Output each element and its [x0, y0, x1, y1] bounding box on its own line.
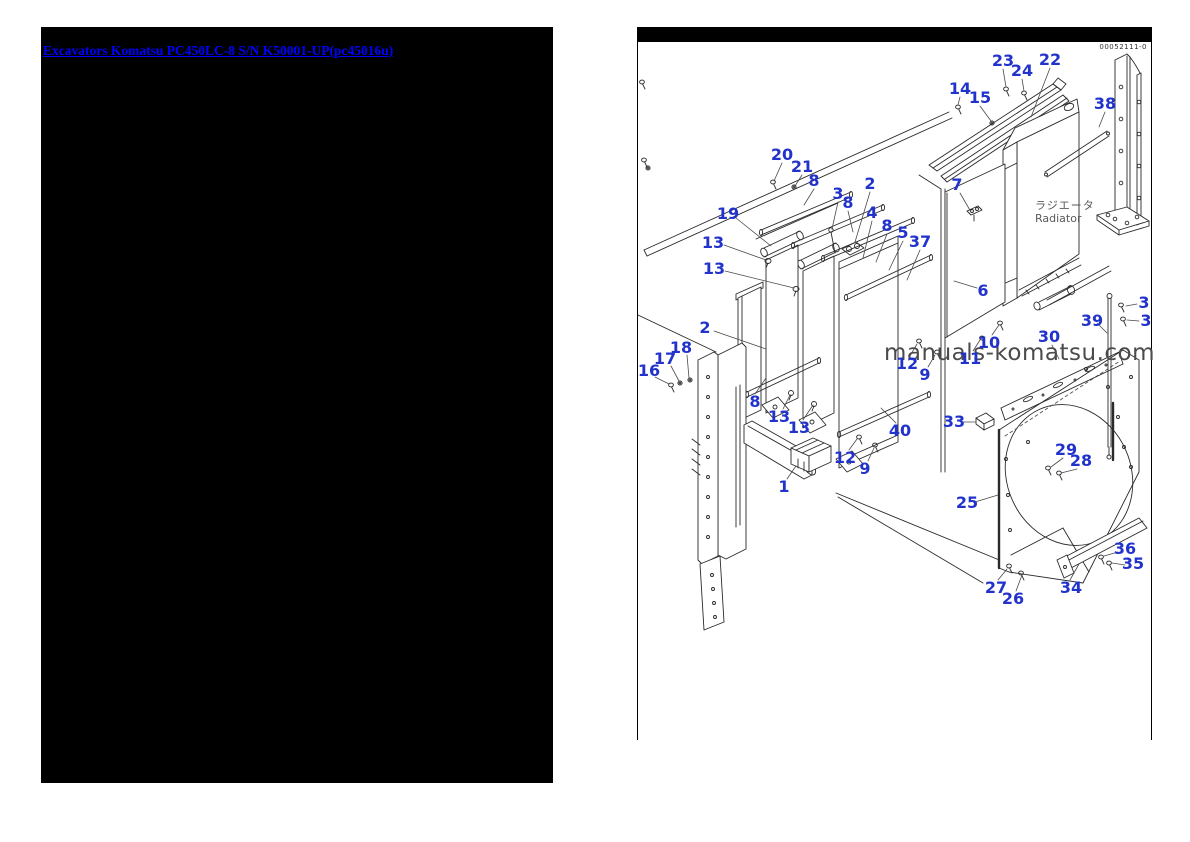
top-mounting-beam — [928, 77, 1070, 183]
long-frame-beam — [643, 111, 953, 257]
parts-page-link[interactable]: Excavators Komatsu PC450LC-8 S/N K50001-… — [43, 43, 394, 58]
block-33 — [975, 412, 995, 431]
mount-block-1 — [790, 437, 832, 473]
parts-diagram-region: 00052111-0 — [637, 27, 1156, 740]
diagram-top-bar — [638, 27, 1151, 42]
bottom-frame-lines — [835, 492, 1015, 584]
fasteners — [639, 79, 1127, 581]
doc-number: 00052111-0 — [1099, 43, 1147, 51]
watermark-text: manuals-komatsu.com — [884, 340, 1156, 366]
right-support-post — [1096, 53, 1150, 236]
exploded-parts-drawing: ラジエータ Radiator — [638, 53, 1150, 631]
tie-rod-39 — [1106, 293, 1113, 460]
tie-bar-38 — [1044, 130, 1112, 306]
cooler-tubes — [744, 191, 934, 438]
radiator-label-en: Radiator — [1035, 212, 1082, 225]
leader-lines — [654, 67, 1140, 592]
fan-shroud — [997, 349, 1140, 584]
radiator-drawing: ラジエータ Radiator — [1002, 98, 1095, 311]
radiator-label-jp: ラジエータ — [1035, 199, 1095, 212]
shroud-top-beam — [1000, 351, 1124, 421]
left-black-panel: Excavators Komatsu PC450LC-8 S/N K50001-… — [41, 27, 553, 783]
left-support-frame — [638, 314, 817, 631]
screen-panel — [918, 163, 1006, 473]
